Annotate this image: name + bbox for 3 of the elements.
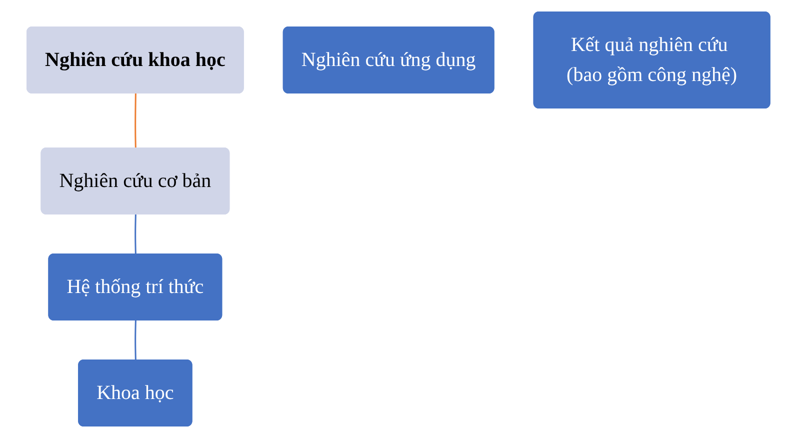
connector <box>134 214 136 255</box>
connector <box>134 320 136 361</box>
connector <box>134 93 136 149</box>
